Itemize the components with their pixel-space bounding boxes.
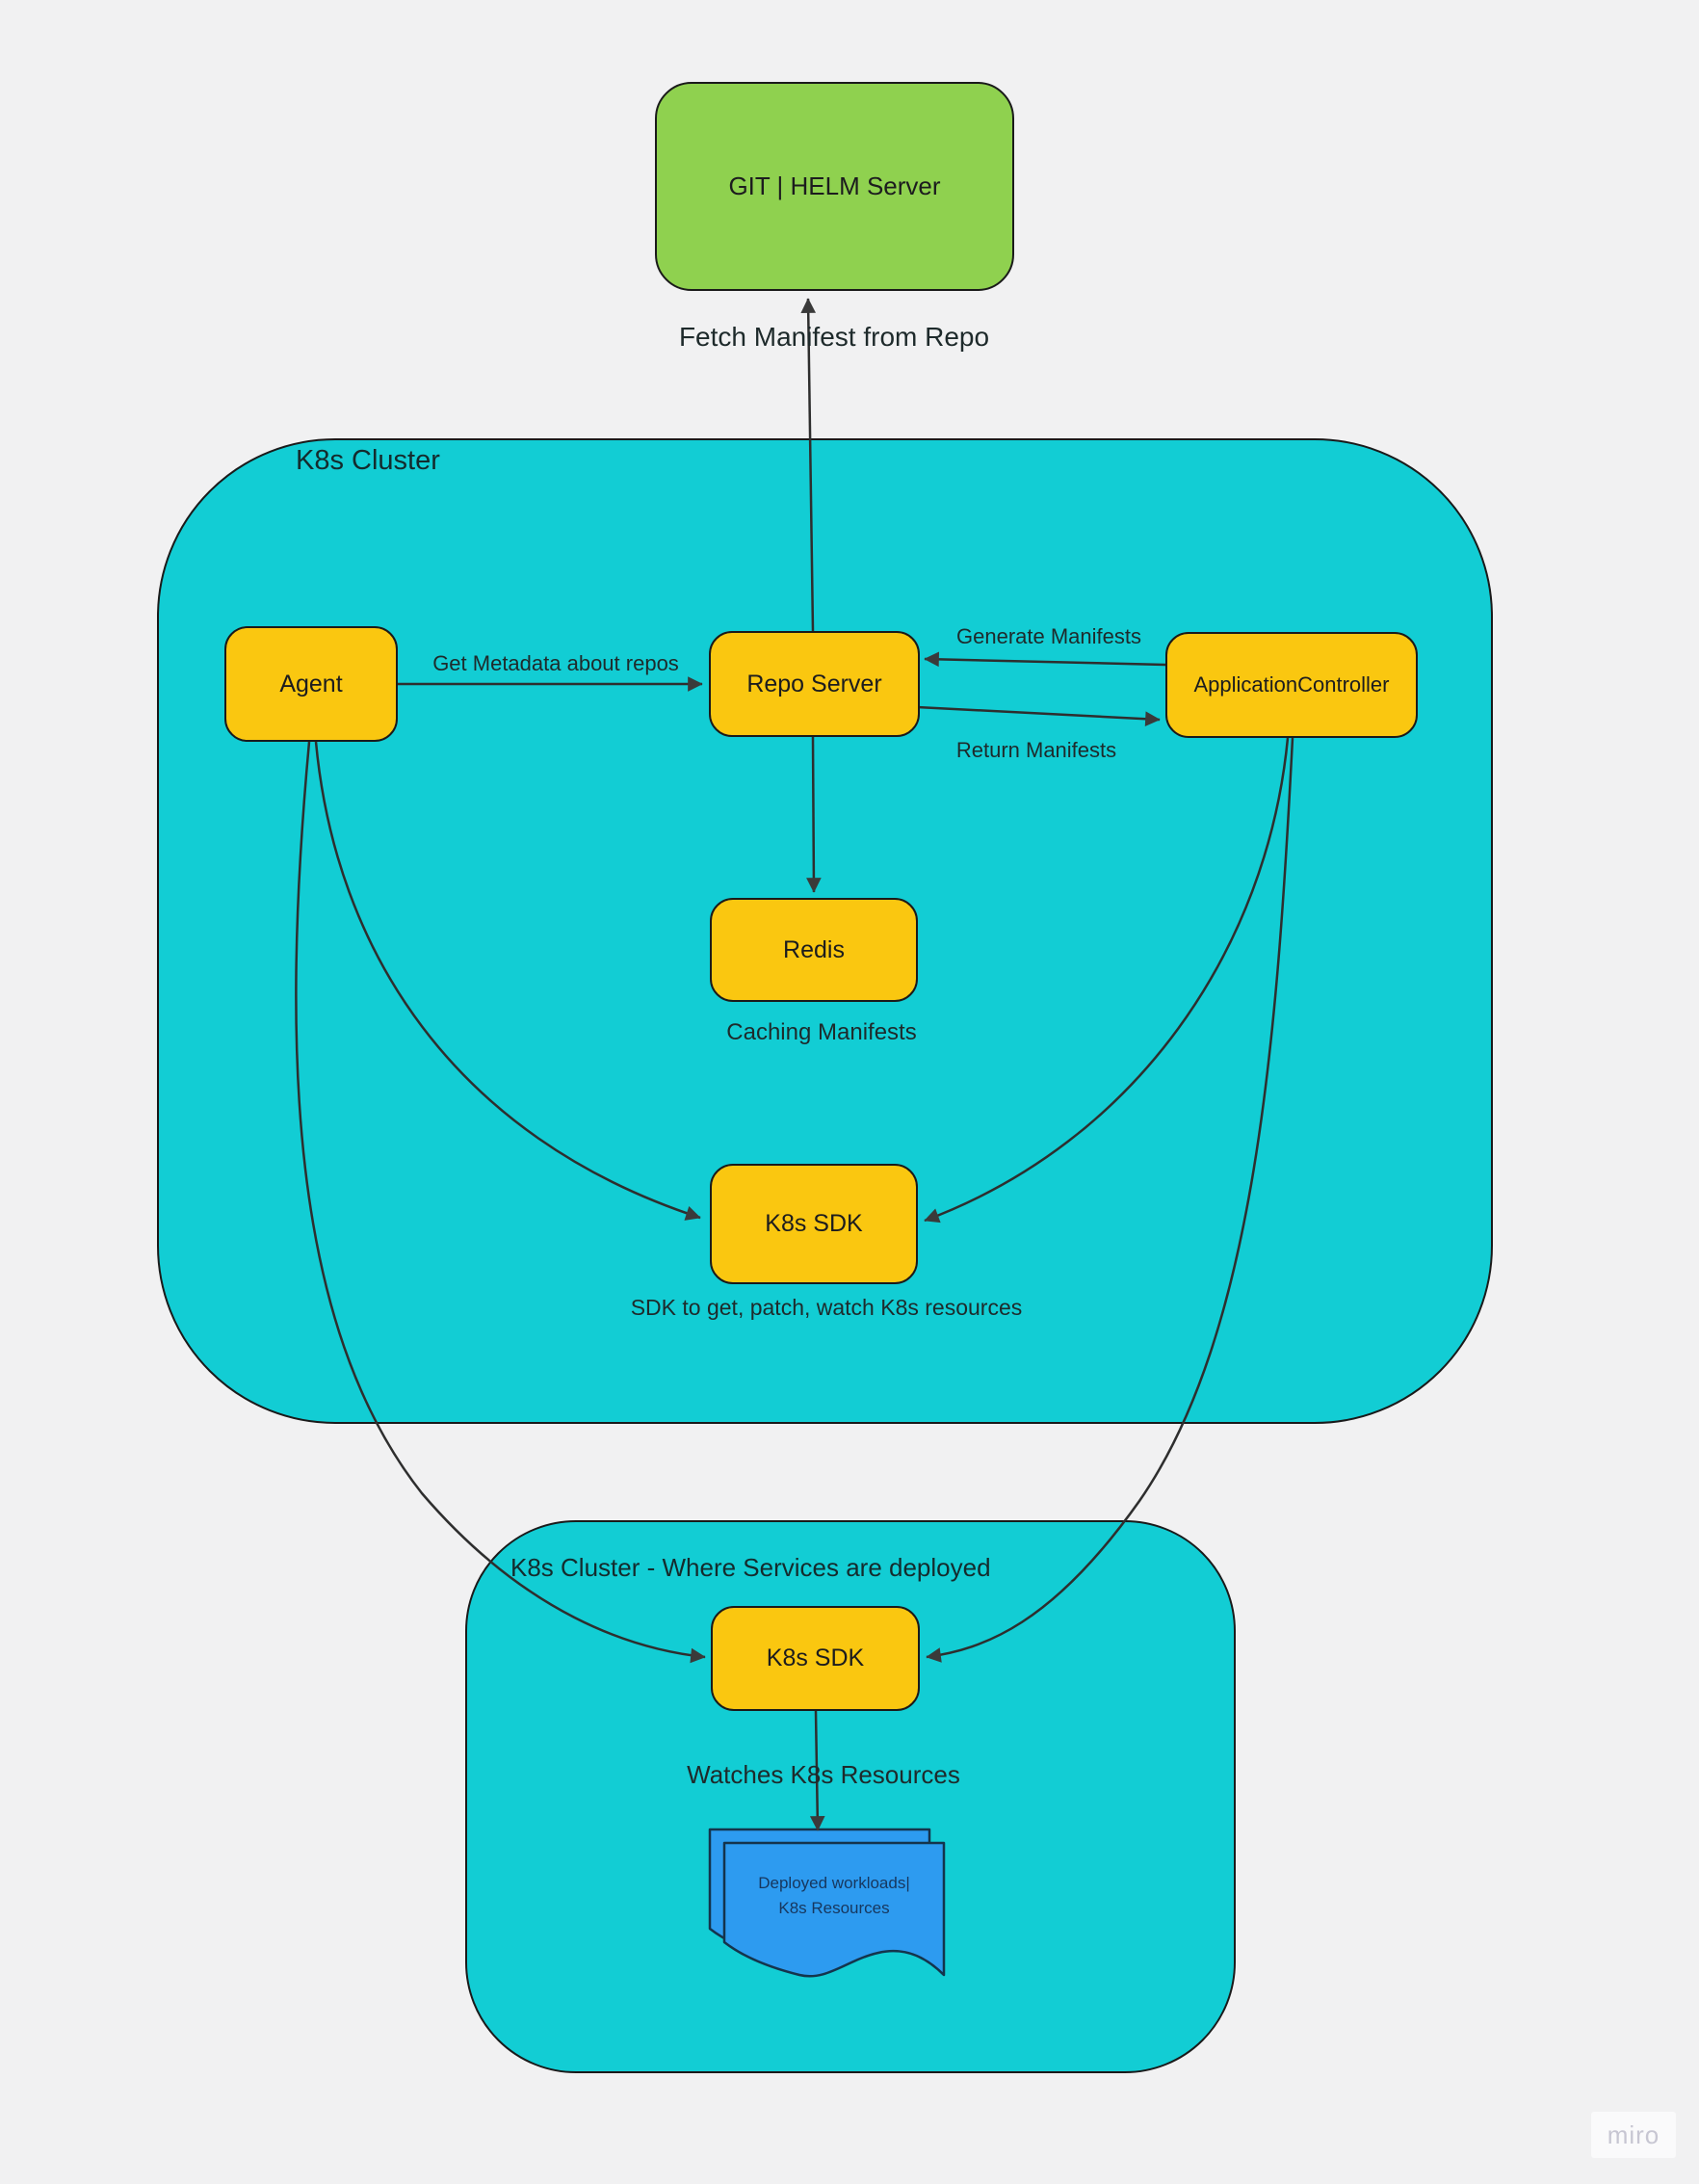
workloads-document-line2: K8s Resources bbox=[778, 1899, 890, 1917]
k8s-sdk-node-main[interactable]: K8s SDK bbox=[710, 1164, 918, 1284]
generate-manifests-label: Generate Manifests bbox=[956, 624, 1141, 648]
k8s-sdk-deploy-label: K8s SDK bbox=[766, 1645, 865, 1671]
fetch-manifest-label: Fetch Manifest from Repo bbox=[678, 322, 990, 352]
redis-node[interactable]: Redis bbox=[710, 898, 918, 1002]
workloads-document-line1: Deployed workloads| bbox=[758, 1874, 910, 1892]
k8s-sdk-node-deploy[interactable]: K8s SDK bbox=[711, 1606, 920, 1711]
git-helm-server-node[interactable]: GIT | HELM Server bbox=[655, 82, 1014, 291]
redis-label: Redis bbox=[783, 935, 845, 963]
repo-server-node[interactable]: Repo Server bbox=[709, 631, 920, 737]
miro-watermark: miro bbox=[1591, 2112, 1676, 2158]
git-helm-server-label: GIT | HELM Server bbox=[728, 171, 941, 200]
agent-label: Agent bbox=[279, 670, 343, 697]
sdk-purpose-label: SDK to get, patch, watch K8s resources bbox=[630, 1295, 1023, 1320]
k8s-sdk-main-label: K8s SDK bbox=[765, 1210, 863, 1237]
agent-node[interactable]: Agent bbox=[224, 626, 398, 742]
caching-manifests-label: Caching Manifests bbox=[726, 1019, 917, 1045]
k8s-cluster-deploy[interactable] bbox=[465, 1520, 1236, 2073]
watches-resources-label: Watches K8s Resources bbox=[687, 1760, 960, 1789]
repo-server-label: Repo Server bbox=[746, 670, 882, 697]
application-controller-node[interactable]: ApplicationController bbox=[1165, 632, 1418, 738]
application-controller-label: ApplicationController bbox=[1193, 672, 1390, 697]
miro-watermark-text: miro bbox=[1607, 2119, 1660, 2149]
return-manifests-label: Return Manifests bbox=[955, 738, 1117, 762]
cluster-deploy-title: K8s Cluster - Where Services are deploye… bbox=[510, 1553, 991, 1582]
cluster-main-title: K8s Cluster bbox=[296, 445, 440, 476]
workloads-document-label: Deployed workloads| K8s Resources bbox=[724, 1871, 944, 1921]
get-metadata-label: Get Metadata about repos bbox=[432, 651, 679, 675]
